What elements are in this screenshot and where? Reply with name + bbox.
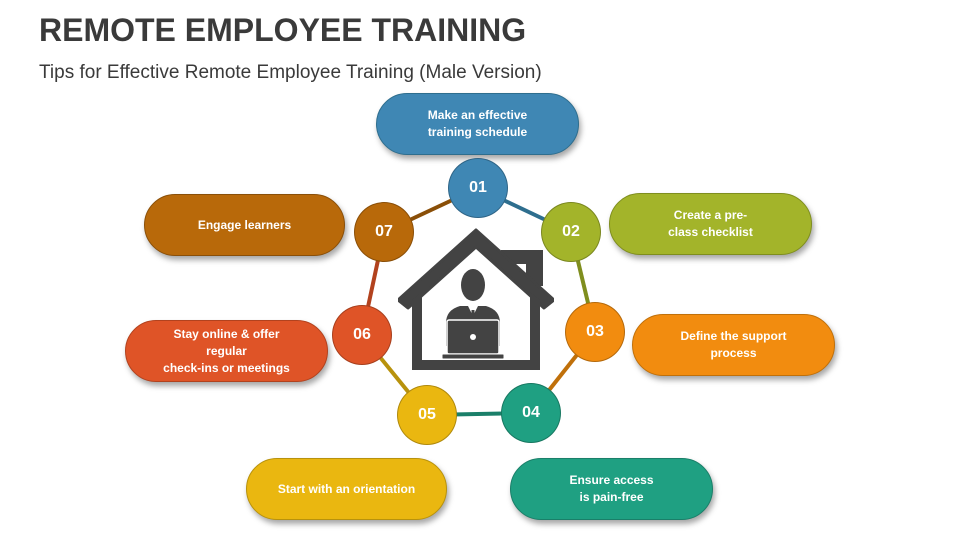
step-07-label-pill: Engage learners (144, 194, 345, 256)
step-01-circle: 01 (448, 158, 508, 218)
step-02-label-pill: Create a pre-class checklist (609, 193, 812, 255)
step-07-circle: 07 (354, 202, 414, 262)
step-04-label-pill: Ensure access is pain-free (510, 458, 713, 520)
step-02-number: 02 (562, 223, 580, 240)
step-05-circle: 05 (397, 385, 457, 445)
step-07-text-line1: Engage learners (197, 217, 292, 232)
step-04-number: 04 (522, 404, 540, 421)
step-01-text-line1: Make an effective (427, 108, 528, 122)
step-03-text-line2: process (710, 346, 757, 360)
step-04-text-line2: is pain-free (579, 490, 644, 504)
page-title: REMOTE EMPLOYEE TRAINING (39, 12, 527, 48)
step-07-number: 07 (375, 223, 393, 240)
step-01-number: 01 (469, 179, 487, 196)
step-03-label-pill: Define the support process (632, 314, 835, 376)
step-02-circle: 02 (541, 202, 601, 262)
step-05-label-pill: Start with an orientation (246, 458, 447, 520)
step-02-text-line1: Create a pre- (673, 208, 748, 222)
step-06-text-line2: check-ins or meetings (163, 360, 290, 375)
step-06-text-line1: Stay online & offer regular (173, 326, 280, 358)
page-subtitle: Tips for Effective Remote Employee Train… (39, 62, 542, 83)
step-06-circle: 06 (332, 305, 392, 365)
step-05-text-line1: Start with an orientation (277, 481, 416, 496)
step-03-circle: 03 (565, 302, 625, 362)
step-04-circle: 04 (501, 383, 561, 443)
step-05-number: 05 (418, 406, 436, 423)
house-with-man-at-laptop-icon (398, 228, 554, 370)
step-06-label-pill: Stay online & offer regular check-ins or … (125, 320, 328, 382)
step-03-number: 03 (586, 323, 604, 340)
step-01-text-line2: training schedule (427, 125, 528, 139)
step-01-label-pill: Make an effective training schedule (376, 93, 579, 155)
step-02-text-line2: class checklist (668, 225, 753, 239)
step-06-number: 06 (353, 326, 371, 343)
step-04-text-line1: Ensure access (569, 473, 654, 487)
step-03-text-line1: Define the support (680, 329, 787, 343)
